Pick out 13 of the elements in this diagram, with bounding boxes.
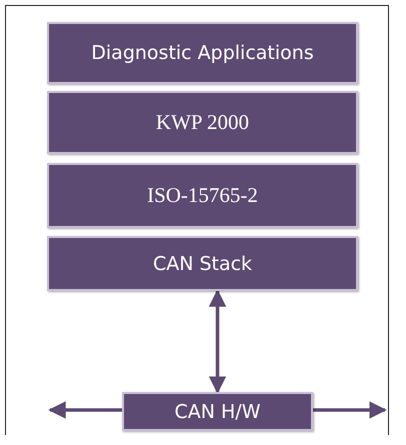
- layer-box: [47, 22, 358, 84]
- layer-label: CAN H/W: [174, 400, 260, 422]
- layer-box: [122, 392, 313, 431]
- layer-label: CAN Stack: [152, 252, 252, 274]
- arrow: [313, 401, 387, 419]
- arrow: [48, 401, 122, 419]
- layer-label: ISO-15765-2: [147, 183, 258, 208]
- layer-box: [47, 236, 358, 291]
- layer-box: [47, 91, 358, 154]
- layer-label: KWP 2000: [156, 110, 250, 135]
- layer-box: [47, 163, 358, 228]
- layer-label: Diagnostic Applications: [91, 42, 314, 64]
- arrow: [208, 289, 226, 394]
